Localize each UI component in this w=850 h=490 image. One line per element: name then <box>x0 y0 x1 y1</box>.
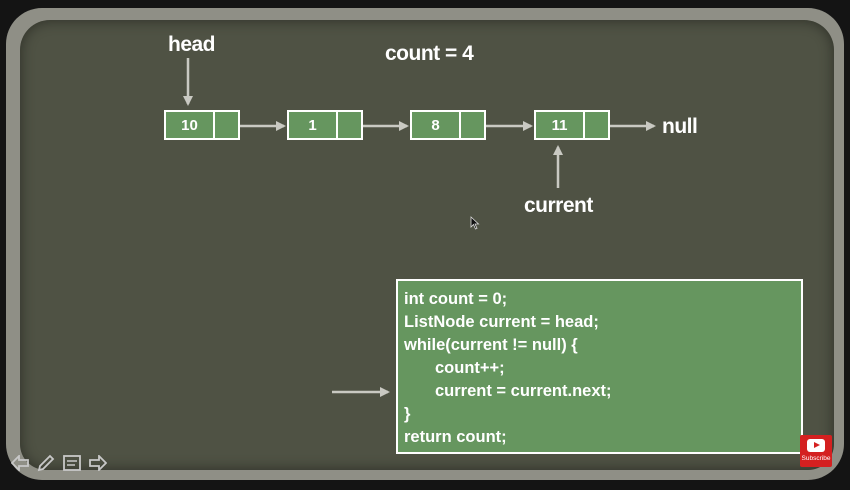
current-label: current <box>524 194 593 217</box>
code-block: int count = 0; ListNode current = head; … <box>396 279 803 454</box>
node-next-pointer <box>461 112 484 138</box>
head-label: head <box>168 33 216 56</box>
node-next-pointer <box>338 112 361 138</box>
notes-icon[interactable] <box>62 453 82 473</box>
code-line: } <box>404 405 411 423</box>
list-node: 10 <box>164 110 240 140</box>
pen-icon[interactable] <box>36 453 56 473</box>
subscribe-label: Subscribe <box>801 455 831 462</box>
node-next-pointer <box>585 112 608 138</box>
arrow-left-icon[interactable] <box>10 453 30 473</box>
code-line: count++; <box>435 359 505 377</box>
list-node: 1 <box>287 110 363 140</box>
list-node: 11 <box>534 110 610 140</box>
list-node: 8 <box>410 110 486 140</box>
node-value: 8 <box>412 112 461 138</box>
youtube-play-icon <box>807 439 825 452</box>
subscribe-button[interactable]: Subscribe <box>800 435 832 467</box>
code-line: return count; <box>404 428 507 446</box>
arrow-right-icon[interactable] <box>88 453 108 473</box>
null-label: null <box>662 115 698 138</box>
presentation-toolbar <box>10 453 108 473</box>
code-line: while(current != null) { <box>404 336 578 354</box>
node-value: 10 <box>166 112 215 138</box>
mouse-cursor-icon <box>470 216 480 235</box>
node-value: 11 <box>536 112 585 138</box>
node-value: 1 <box>289 112 338 138</box>
count-label: count = 4 <box>385 42 474 65</box>
code-line: current = current.next; <box>435 382 612 400</box>
chalkboard-frame <box>6 8 844 480</box>
code-line: int count = 0; <box>404 290 508 308</box>
node-next-pointer <box>215 112 238 138</box>
code-line: ListNode current = head; <box>404 313 599 331</box>
